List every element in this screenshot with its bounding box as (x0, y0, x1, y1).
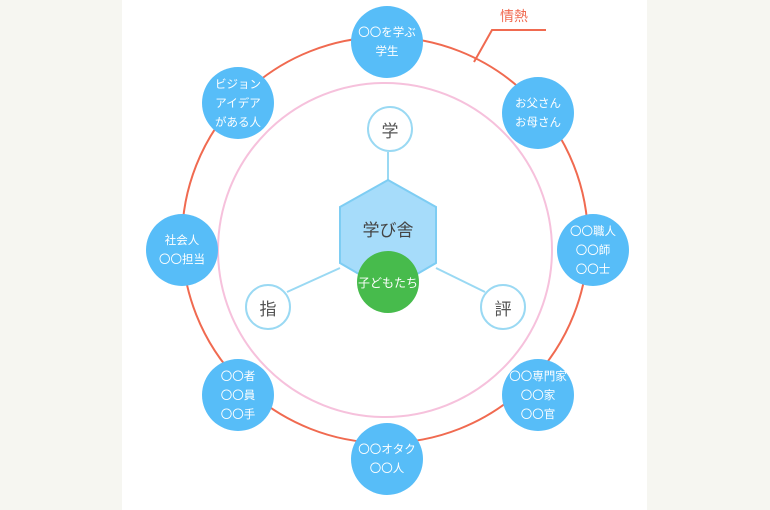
passion-label: 情熱 (500, 9, 528, 25)
inner-node-evaluate: 評 (480, 284, 526, 330)
outer-node-student: 〇〇を学ぶ 学生 (351, 6, 423, 78)
inner-node-learn: 学 (367, 106, 413, 152)
outer-node-worker: 〇〇者 〇〇員 〇〇手 (202, 359, 274, 431)
outer-node-otaku: 〇〇オタク 〇〇人 (351, 423, 423, 495)
spoke-right (435, 267, 486, 293)
core-node: 子どもたち (357, 251, 419, 313)
inner-ring (217, 82, 553, 418)
inner-node-guide: 指 (245, 284, 291, 330)
passion-leader-line (473, 29, 546, 63)
outer-node-expert: 〇〇専門家 〇〇家 〇〇官 (502, 359, 574, 431)
outer-node-craftsman: 〇〇職人 〇〇師 〇〇士 (557, 214, 629, 286)
outer-node-parents: お父さん お母さん (502, 77, 574, 149)
outer-node-visionary: ビジョン アイデア がある人 (202, 67, 274, 139)
center-label: 学び舎 (362, 221, 414, 241)
spoke-left (286, 267, 341, 293)
outer-node-businessperson: 社会人 〇〇担当 (146, 214, 218, 286)
